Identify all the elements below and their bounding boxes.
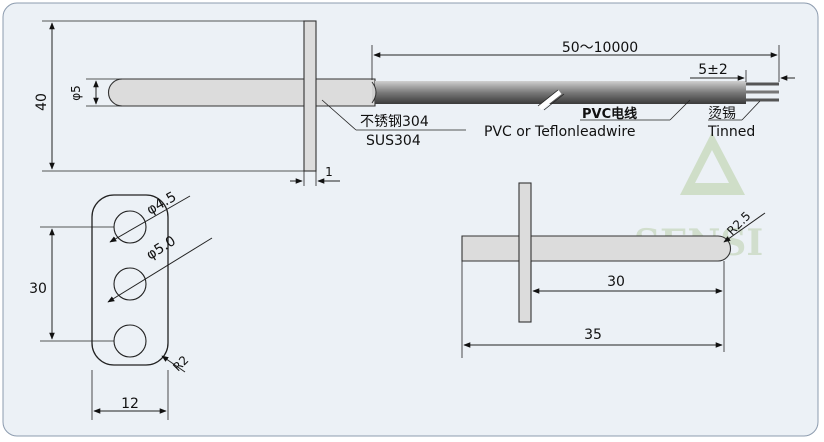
dim-flange-thickness: 1 bbox=[290, 165, 340, 186]
tinned-callout: 烫锡 Tinned bbox=[707, 100, 761, 140]
material-callout: 不锈钢304 SUS304 bbox=[321, 99, 466, 149]
dim-pitch-30-label: 30 bbox=[29, 281, 47, 297]
probe-detail-view bbox=[461, 182, 732, 323]
dim-probe-30-label: 30 bbox=[607, 274, 625, 290]
drawing-frame bbox=[2, 2, 819, 437]
dim-strip-length-label: 5±2 bbox=[698, 62, 728, 78]
dim-40-label: 40 bbox=[34, 93, 50, 111]
dim-lead-length-label: 50～10000 bbox=[562, 40, 638, 56]
dim-12-label: 12 bbox=[121, 396, 139, 412]
lead-wire-bundle bbox=[375, 81, 746, 104]
wire-cn-label: PVC电线 bbox=[582, 106, 637, 122]
probe-tube bbox=[107, 78, 376, 107]
dim-probe-30: 30 bbox=[530, 261, 725, 352]
dim-probe-35-label: 35 bbox=[584, 327, 602, 343]
dim-probe-35: 35 bbox=[461, 261, 723, 358]
dim-strip-length: 5±2 bbox=[690, 62, 795, 82]
dim-pitch-30: 30 bbox=[29, 226, 114, 342]
dim-diameter-5: φ5 bbox=[69, 78, 122, 107]
probe-detail-flange bbox=[518, 182, 532, 323]
material-cn-label: 不锈钢304 bbox=[360, 114, 429, 130]
tinned-cn-label: 烫锡 bbox=[708, 106, 736, 122]
probe-side-view bbox=[107, 20, 779, 172]
hole-middle bbox=[113, 267, 147, 301]
dim-width-12: 12 bbox=[91, 370, 169, 420]
flange-plate bbox=[303, 20, 317, 172]
wire-callout: PVC电线 PVC or Teflonleadwire bbox=[484, 99, 691, 140]
probe-detail-tube bbox=[461, 235, 732, 262]
wire-en-label: PVC or Teflonleadwire bbox=[484, 124, 635, 140]
dim-height-40: 40 bbox=[34, 20, 304, 172]
dim-phi5-label: φ5 bbox=[69, 85, 83, 101]
dim-lead-length: 50～10000 bbox=[371, 40, 780, 82]
tinned-en-label: Tinned bbox=[707, 124, 755, 140]
dim-1-label: 1 bbox=[325, 165, 333, 179]
material-en-label: SUS304 bbox=[366, 133, 421, 149]
flange-outline bbox=[91, 194, 169, 366]
